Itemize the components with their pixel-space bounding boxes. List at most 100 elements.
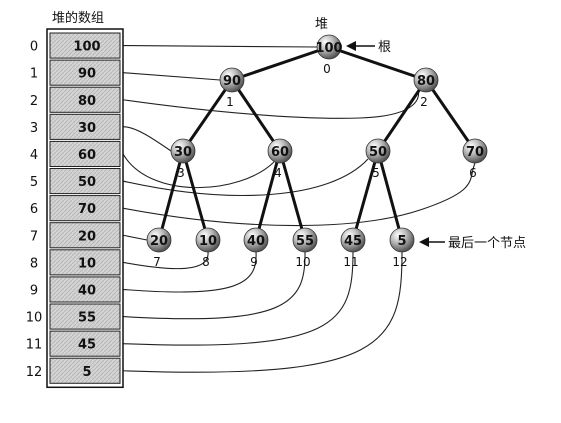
array-cell-value: 90 (78, 67, 96, 82)
array-node-connector (122, 251, 306, 320)
array-node-connector (122, 126, 172, 152)
node-ball (146, 227, 172, 253)
array-node-connector (122, 251, 257, 293)
heap-array: 1000901802303604505706207108409551045115… (26, 28, 124, 389)
tree-edge (424, 78, 477, 153)
array-index-label: 9 (30, 283, 38, 298)
array-node-connector (122, 251, 209, 270)
array-index-label: 12 (26, 365, 43, 380)
tree-edge (376, 149, 404, 242)
tree-edge (230, 78, 282, 153)
array-cell: 45 (49, 330, 121, 357)
node-ball (292, 227, 318, 253)
node-value: 50 (369, 145, 387, 160)
array-cell: 60 (49, 140, 121, 167)
node-value: 70 (466, 145, 484, 160)
node-value: 30 (174, 145, 192, 160)
node-index: 5 (372, 166, 380, 180)
node-index: 7 (153, 255, 161, 269)
node-ball (316, 34, 342, 60)
node-value: 80 (417, 74, 435, 89)
node-value: 60 (271, 145, 289, 160)
array-node-connector (122, 72, 221, 81)
tree-edge (181, 78, 234, 153)
array-cell: 5 (49, 357, 121, 384)
array-index-label: 6 (30, 202, 38, 217)
node-value: 20 (150, 234, 168, 249)
node-index: 10 (295, 255, 310, 269)
array-frame (46, 28, 124, 389)
tree-edge (327, 45, 428, 82)
array-title: 堆的数组 (52, 10, 104, 26)
node-ball (340, 227, 366, 253)
tree-nodes: 1000901802303604505706207108409551045115… (146, 34, 488, 269)
array-node-connector (122, 251, 354, 346)
array-index-label: 8 (30, 256, 38, 271)
array-cell: 80 (49, 86, 121, 113)
arrow-left-icon (419, 237, 429, 247)
array-node-connector (122, 251, 403, 373)
node-index: 4 (274, 166, 282, 180)
array-node-connector (122, 153, 275, 189)
tree-edge (351, 149, 380, 242)
array-node-connector (122, 89, 420, 119)
array-index-label: 11 (26, 338, 43, 353)
node-value: 90 (223, 74, 241, 89)
node-index: 1 (226, 95, 234, 109)
node-ball (462, 138, 488, 164)
array-cell-value: 50 (78, 175, 96, 190)
array-index-label: 10 (26, 311, 43, 326)
array-cell: 10 (49, 249, 121, 276)
array-index-label: 2 (30, 94, 38, 109)
tree-node: 802 (413, 67, 439, 109)
array-cell-value: 100 (73, 40, 100, 55)
array-cell-value: 10 (78, 256, 96, 271)
heap-title: 堆 (315, 17, 328, 32)
node-ball (170, 138, 196, 164)
node-ball (195, 227, 221, 253)
tree-edge (230, 45, 331, 82)
array-cell-value: 45 (78, 338, 96, 353)
node-ball (389, 227, 415, 253)
array-cell: 30 (49, 113, 121, 140)
array-node-connector (122, 158, 369, 196)
node-index: 0 (323, 62, 331, 76)
node-value: 100 (315, 41, 342, 56)
tree-node: 604 (267, 138, 293, 180)
tree-edge (181, 149, 210, 242)
tree-edge (157, 149, 185, 242)
array-cell: 55 (49, 303, 121, 330)
node-ball (267, 138, 293, 164)
last-node-pointer: 最后一个节点 (419, 236, 526, 251)
array-cell: 40 (49, 276, 121, 303)
array-cell-value: 40 (78, 283, 96, 298)
root-label: 根 (378, 40, 391, 55)
array-node-connector (122, 162, 476, 227)
node-index: 2 (420, 95, 428, 109)
tree-edges (157, 45, 477, 242)
array-cell-value: 60 (78, 148, 96, 163)
root-pointer: 根 (346, 40, 391, 55)
array-cell: 100 (49, 32, 121, 59)
array-cell: 50 (49, 168, 121, 195)
array-index-label: 4 (30, 148, 38, 163)
node-value: 45 (344, 234, 362, 249)
array-cell-value: 5 (82, 365, 91, 380)
node-index: 11 (343, 255, 358, 269)
node-ball (365, 138, 391, 164)
tree-edge (278, 149, 307, 242)
tree-node: 409 (243, 227, 269, 269)
node-index: 12 (392, 255, 407, 269)
array-cell: 70 (49, 195, 121, 222)
tree-edge (254, 149, 282, 242)
tree-node: 706 (462, 138, 488, 180)
node-index: 3 (177, 166, 185, 180)
array-index-label: 5 (30, 175, 38, 190)
array-index-label: 1 (30, 67, 38, 82)
array-index-label: 3 (30, 121, 38, 136)
arrow-left-icon (346, 41, 356, 51)
last-node-label: 最后一个节点 (448, 236, 526, 251)
array-cell-value: 70 (78, 202, 96, 217)
